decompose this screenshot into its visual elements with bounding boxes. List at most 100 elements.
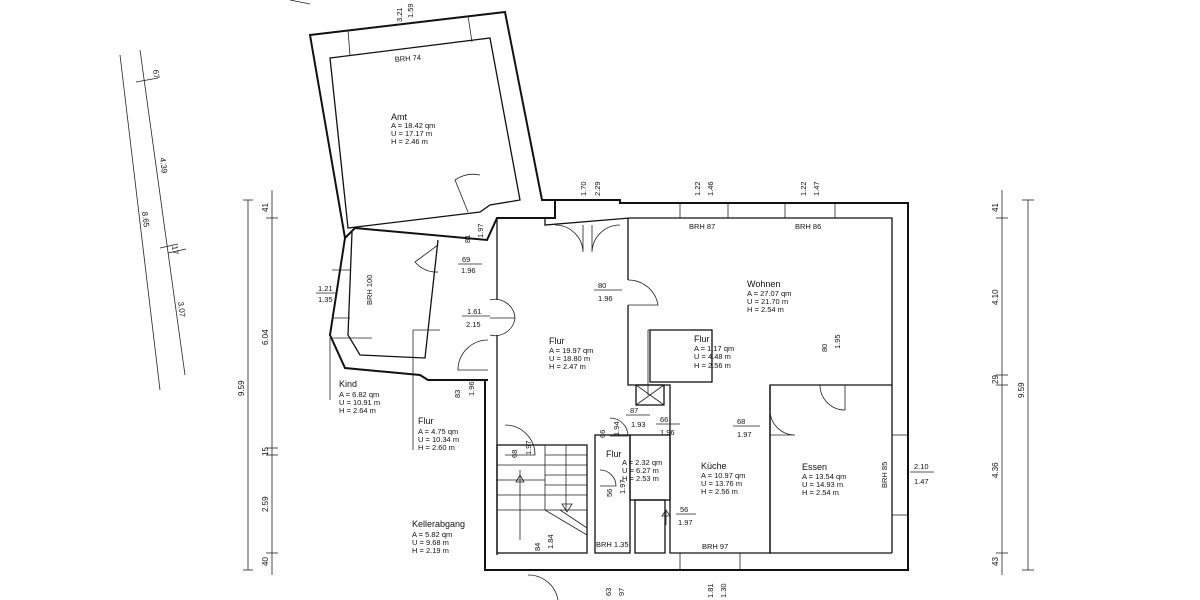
room-area: A = 6.82 qm (339, 390, 379, 399)
svg-text:1.95: 1.95 (833, 334, 842, 349)
svg-text:97: 97 (617, 588, 626, 596)
kind-inner-wall (347, 231, 439, 359)
svg-text:1.47: 1.47 (812, 181, 821, 196)
svg-text:9.59: 9.59 (1017, 382, 1026, 398)
main-outer-wall (484, 199, 909, 571)
room-height: H = 2.60 m (418, 443, 455, 452)
room-name: Flur (606, 449, 622, 459)
room-height: H = 2.47 m (549, 362, 586, 371)
room-height: H = 2.19 m (412, 546, 449, 555)
room-name: Essen (802, 462, 827, 472)
svg-text:81: 81 (463, 235, 472, 243)
svg-text:4.36: 4.36 (991, 462, 1000, 478)
room-perimeter: U = 21.70 m (747, 297, 788, 306)
svg-text:40: 40 (261, 557, 270, 566)
room-perimeter: U = 10.91 m (339, 398, 380, 407)
svg-text:66: 66 (598, 430, 607, 438)
svg-text:1.97: 1.97 (476, 223, 485, 238)
room-height: H = 2.64 m (339, 406, 376, 415)
svg-text:2.15: 2.15 (466, 320, 481, 329)
room-area: A = 5.82 qm (412, 530, 452, 539)
svg-text:1.96: 1.96 (461, 266, 476, 275)
svg-text:63: 63 (604, 588, 613, 596)
brh-kueche: BRH 97 (702, 542, 728, 551)
room-area: A = 10.97 qm (701, 471, 745, 480)
svg-text:1.22: 1.22 (799, 181, 808, 196)
room-perimeter: U = 13.76 m (701, 479, 742, 488)
svg-text:69: 69 (462, 255, 470, 264)
svg-text:1.97: 1.97 (678, 518, 693, 527)
room-name: Flur (549, 336, 565, 346)
brh-essen: BRH 85 (880, 462, 889, 488)
brh-amt: BRH 74 (394, 53, 421, 64)
svg-text:1.81: 1.81 (706, 583, 715, 598)
svg-text:29: 29 (991, 375, 1000, 384)
svg-text:17: 17 (170, 245, 180, 255)
room-height: H = 2.56 m (701, 487, 738, 496)
svg-text:1.70: 1.70 (579, 181, 588, 196)
chimney (635, 384, 665, 406)
svg-text:2.10: 2.10 (914, 462, 929, 471)
brh-bath: BRH 1.35 (596, 540, 629, 549)
room-perimeter: U = 4.48 m (694, 352, 731, 361)
svg-text:3.07: 3.07 (176, 301, 187, 318)
svg-text:1.96: 1.96 (660, 428, 675, 437)
room-label-wohnen: Wohnen A = 27.07 qm U = 21.70 m H = 2.54… (747, 279, 791, 314)
svg-text:68: 68 (737, 417, 745, 426)
room-name: Kellerabgang (412, 519, 465, 529)
svg-text:41: 41 (991, 203, 1000, 212)
svg-text:1.59: 1.59 (406, 3, 415, 18)
svg-text:87: 87 (630, 406, 638, 415)
room-name: Kind (339, 379, 357, 389)
svg-text:67: 67 (151, 69, 161, 79)
sill-height-labels: BRH 74 BRH 100 BRH 87 BRH 86 BRH 85 BRH … (365, 53, 889, 551)
svg-text:1.30: 1.30 (719, 583, 728, 598)
stair-area (496, 444, 588, 554)
walls (308, 10, 909, 571)
room-name: Amt (391, 112, 408, 122)
room-area: A = 1.17 qm (694, 344, 734, 353)
svg-text:84: 84 (533, 543, 542, 551)
svg-text:4.39: 4.39 (158, 157, 169, 174)
main-inner-wall (497, 217, 893, 554)
opening-dimensions: 3.21 1.59 81 1.97 69 1.96 1.61 2.15 1.21… (316, 3, 934, 598)
room-label-kueche: Küche A = 10.97 qm U = 13.76 m H = 2.56 … (701, 461, 745, 496)
svg-text:80: 80 (598, 281, 606, 290)
svg-text:9.59: 9.59 (237, 380, 246, 396)
room-area: A = 2.32 qm (622, 458, 662, 467)
room-label-kellerabgang: Kellerabgang A = 5.82 qm U = 9.68 m H = … (412, 519, 465, 555)
svg-text:1.97: 1.97 (737, 430, 752, 439)
svg-text:1.93: 1.93 (631, 420, 646, 429)
room-perimeter: U = 9.68 m (412, 538, 449, 547)
room-area: A = 18.42 qm (391, 121, 435, 130)
staircase (497, 444, 671, 540)
kind-outer-wall (328, 237, 488, 381)
svg-text:66: 66 (660, 415, 668, 424)
svg-text:1.97: 1.97 (618, 479, 627, 494)
room-perimeter: U = 10.34 m (418, 435, 459, 444)
svg-text:4.10: 4.10 (991, 289, 1000, 305)
svg-text:2.59: 2.59 (261, 496, 270, 512)
room-perimeter: U = 14.93 m (802, 480, 843, 489)
amt-inner-wall (329, 37, 521, 229)
svg-text:1.22: 1.22 (693, 181, 702, 196)
room-height: H = 2.54 m (747, 305, 784, 314)
room-area: A = 27.07 qm (747, 289, 791, 298)
dimension-chain-labels: 67 4.39 17 3.07 8.65 41 6.04 15 2.59 40 … (140, 69, 1026, 566)
svg-text:1.35: 1.35 (318, 295, 333, 304)
svg-text:83: 83 (453, 390, 462, 398)
room-label-essen: Essen A = 13.54 qm U = 14.93 m H = 2.54 … (802, 462, 846, 497)
room-label-kind: Kind A = 6.82 qm U = 10.91 m H = 2.64 m (339, 379, 380, 415)
room-height: H = 2.54 m (802, 488, 839, 497)
room-height: H = 2.56 m (694, 361, 731, 370)
room-area: A = 13.54 qm (802, 472, 846, 481)
room-label-amt: Amt A = 18.42 qm U = 17.17 m H = 2.46 m (391, 112, 435, 146)
svg-text:8.65: 8.65 (140, 211, 151, 228)
room-area: A = 19.97 qm (549, 346, 593, 355)
room-label-flur-2: Flur A = 19.97 qm U = 18.80 m H = 2.47 m (549, 336, 593, 371)
svg-text:3.21: 3.21 (395, 7, 404, 22)
room-perimeter: U = 6.27 m (622, 466, 659, 475)
dimension-lines (119, 0, 1034, 575)
brh-kind: BRH 100 (365, 275, 374, 305)
svg-text:56: 56 (605, 489, 614, 497)
